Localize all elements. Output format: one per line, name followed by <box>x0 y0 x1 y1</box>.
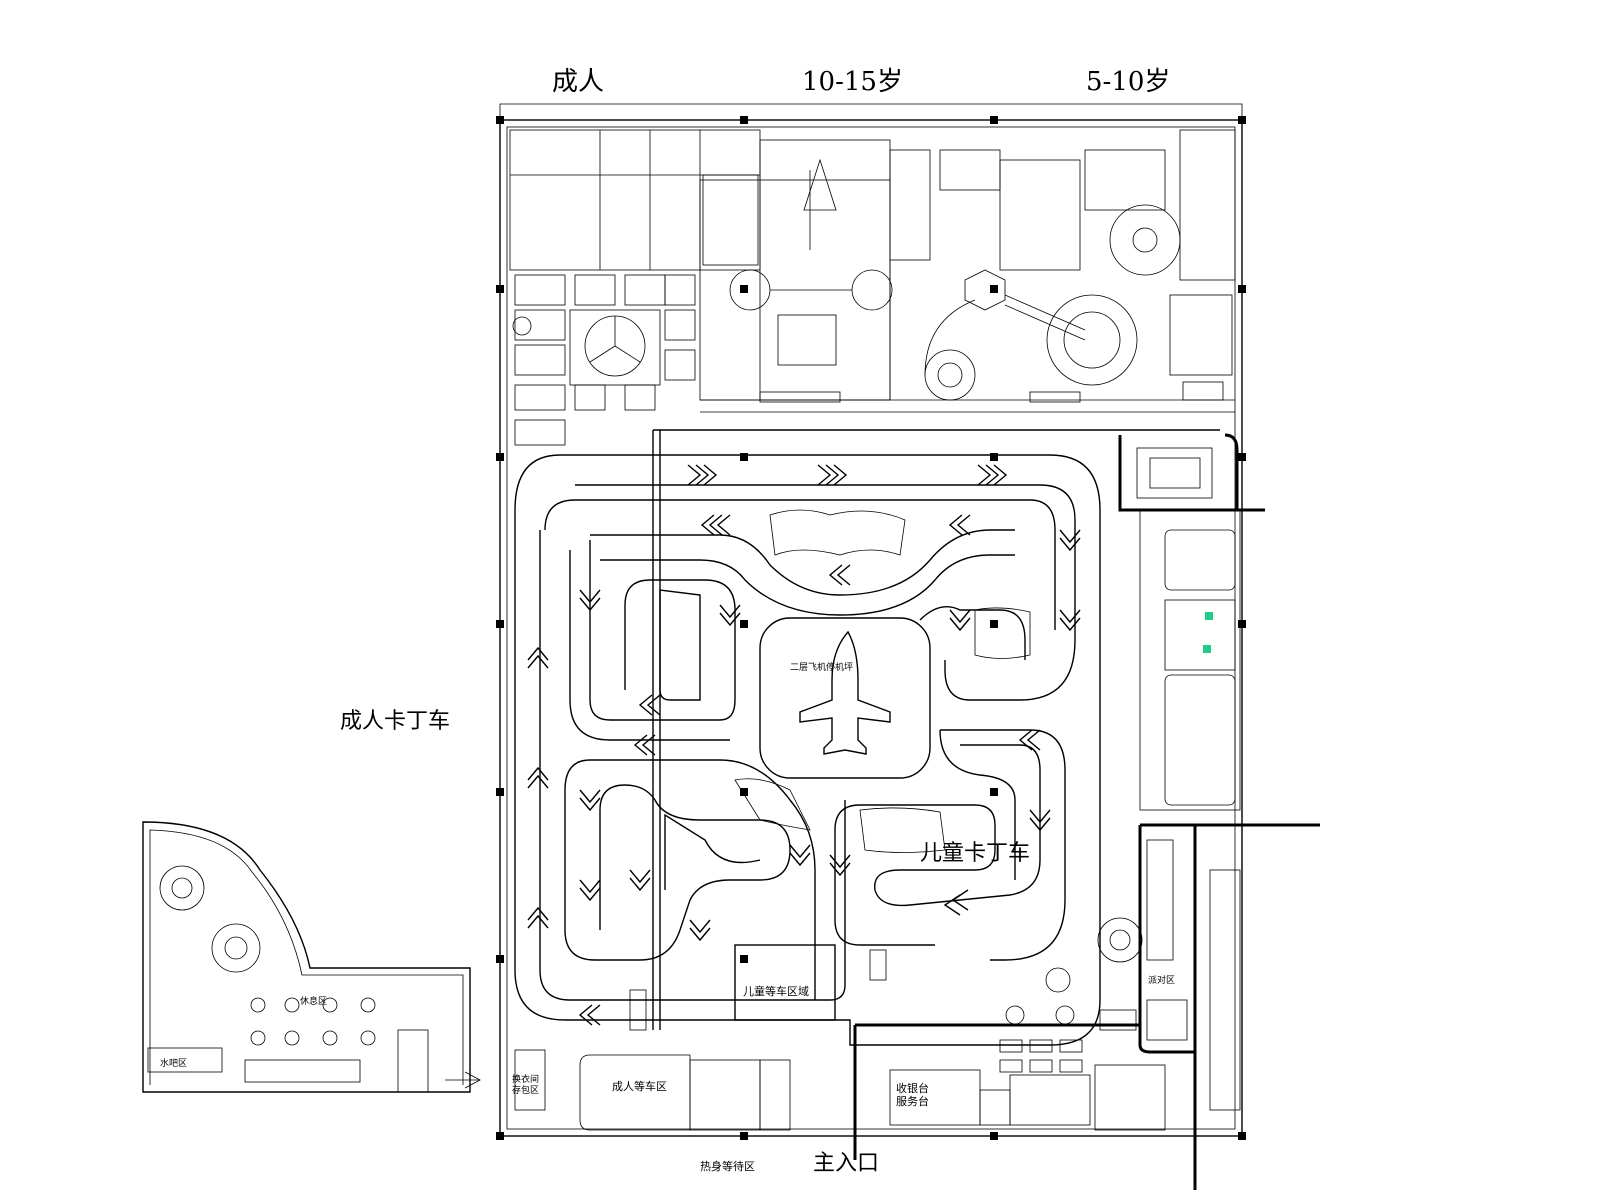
left-service-rooms <box>512 274 696 446</box>
right-facilities <box>1005 433 1320 1190</box>
kids-start-flag <box>869 949 887 981</box>
building-inner-wall <box>506 126 1236 1130</box>
zone-10-15-label: 10-15岁 <box>802 67 903 97</box>
rest-area-label: 休息区 <box>300 995 327 1007</box>
annex-tables <box>250 997 376 1046</box>
building-outline <box>499 119 1243 1137</box>
structural-columns <box>496 116 1246 1140</box>
plane-stand: 二层飞机停机坪 <box>759 617 931 779</box>
planters <box>734 509 1031 853</box>
kids-kart-label: 儿童卡丁车 <box>920 841 1030 866</box>
bar-area-label: 水吧区 <box>160 1057 187 1069</box>
warmup-waiting-label: 热身等待区 <box>700 1159 755 1173</box>
main-entrance-label: 主入口 <box>813 1151 879 1176</box>
track-direction-arrows <box>527 464 1081 1026</box>
zone-adult-label: 成人 <box>552 67 604 97</box>
adult-kart-label: 成人卡丁车 <box>340 709 450 734</box>
plane-stand-label: 二层飞机停机坪 <box>790 661 853 673</box>
green-marker-1 <box>1205 612 1213 620</box>
zone-5-10-label: 5-10岁 <box>1086 67 1170 97</box>
adult-kart-track <box>514 429 1220 1046</box>
green-marker-2 <box>1203 645 1211 653</box>
adult-start-flag <box>629 989 647 1031</box>
dressing-label: 换衣间存包区 <box>512 1073 539 1096</box>
upper-play-zone <box>509 129 1236 413</box>
zone-dimension-line <box>499 103 1243 118</box>
party-area-label: 派对区 <box>1148 974 1175 986</box>
kids-waiting-box <box>734 944 836 1021</box>
entrance-area <box>514 1023 1166 1160</box>
annex-building <box>142 821 481 1093</box>
adult-waiting-label: 成人等车区 <box>612 1079 667 1093</box>
kids-waiting-label: 儿童等车区域 <box>743 984 809 998</box>
reception-label: 收银台服务台 <box>896 1081 929 1108</box>
